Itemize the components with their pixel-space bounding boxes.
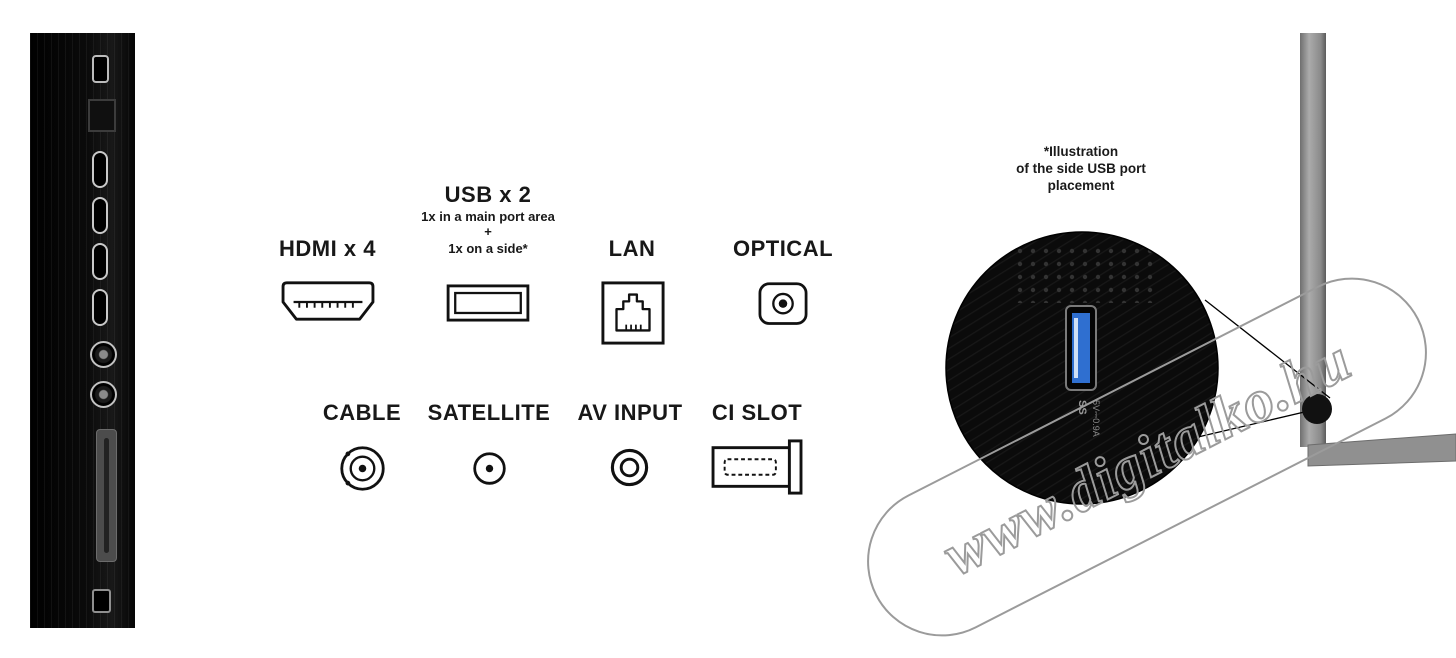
usb-icon <box>446 284 530 322</box>
usb-subtext-plus: + <box>484 224 492 239</box>
lan-icon <box>600 280 666 346</box>
edge-lan-port <box>88 99 116 132</box>
speaker-holes <box>1012 248 1154 303</box>
av-input-label: AV INPUT <box>577 400 683 425</box>
edge-hdmi-slot-2 <box>92 197 108 234</box>
side-usb-illustration: SS 5V⎓0.9A <box>945 33 1456 505</box>
side-usb-note: *Illustration of the side USB port place… <box>960 143 1202 194</box>
satellite-label: SATELLITE <box>427 400 551 425</box>
edge-usb-port <box>92 55 109 83</box>
ci-slot-icon <box>710 438 805 496</box>
edge-bottom-port <box>92 589 111 613</box>
usb-ss-logo: SS <box>1076 400 1088 415</box>
tv-side-edge <box>30 33 135 628</box>
edge-hdmi-slot-3 <box>92 243 108 280</box>
usb-subtext-main: 1x in a main port area <box>421 209 555 224</box>
cable-icon <box>338 444 387 493</box>
satellite-icon <box>471 450 508 487</box>
tv-stand <box>1300 33 1456 467</box>
zoom-circle: SS 5V⎓0.9A <box>945 231 1219 505</box>
edge-ci-slot <box>96 429 117 562</box>
note-line-3: placement <box>1047 178 1115 193</box>
edge-antenna-connector-2 <box>90 381 117 408</box>
hdmi-label: HDMI x 4 <box>279 236 376 261</box>
optical-icon <box>757 281 809 329</box>
lan-label: LAN <box>608 236 656 261</box>
cable-label: CABLE <box>322 400 402 425</box>
edge-hdmi-slot-1 <box>92 151 108 188</box>
edge-hdmi-slot-4 <box>92 289 108 326</box>
ci-slot-label: CI SLOT <box>711 400 803 425</box>
hdmi-icon <box>278 280 378 324</box>
usb-label: USB x 2 <box>444 182 532 207</box>
side-usb-port <box>1065 305 1097 391</box>
optical-label: OPTICAL <box>732 236 834 261</box>
note-line-1: *Illustration <box>1043 144 1119 159</box>
edge-antenna-connector-1 <box>90 341 117 368</box>
stand-knob <box>1302 394 1332 424</box>
note-line-2: of the side USB port <box>1016 161 1146 176</box>
usb-rating: 5V⎓0.9A <box>1091 400 1101 437</box>
av-input-icon <box>608 446 651 489</box>
usb-subtext-side: 1x on a side* <box>448 241 528 256</box>
